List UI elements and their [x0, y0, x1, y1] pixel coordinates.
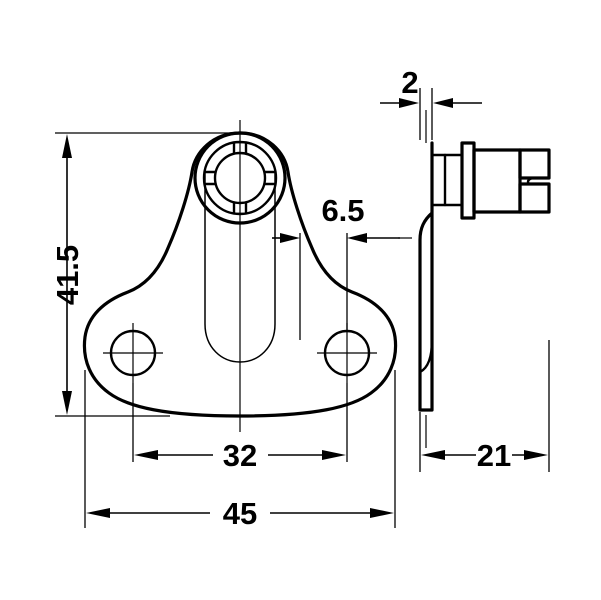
front-view	[82, 120, 398, 432]
dimension-width-overall: 45	[84, 370, 396, 531]
arrowhead-32-left	[134, 450, 158, 460]
hub-slot-right	[263, 170, 277, 186]
side-tip-slot	[526, 176, 551, 186]
dimension-label-32: 32	[223, 438, 257, 473]
side-tip-lower	[518, 182, 551, 214]
side-flange	[460, 141, 476, 220]
dimension-label-41-5: 41.5	[50, 245, 85, 305]
arrowhead-45-right	[370, 508, 394, 518]
dimension-label-6-5: 6.5	[321, 193, 364, 228]
centerline-hole-right	[317, 323, 377, 383]
arrowhead-2-left	[399, 98, 419, 108]
dimension-plate-thickness: 2	[380, 65, 482, 140]
side-view	[398, 110, 551, 448]
side-plate-inner-curve	[418, 338, 434, 374]
dimension-depth-overall: 21	[419, 340, 550, 473]
hub-slot-top	[232, 141, 248, 155]
centerline-hole-left	[103, 323, 163, 383]
dimension-height-overall: 41.5	[50, 132, 232, 417]
side-barrel	[472, 148, 522, 214]
arrowhead-45-left	[86, 508, 110, 518]
arrowhead-21-right	[524, 450, 548, 460]
dimension-label-45: 45	[223, 496, 257, 531]
arrowhead-32-right	[322, 450, 346, 460]
side-neck	[430, 153, 464, 207]
side-plate-outline	[418, 141, 434, 412]
dimension-label-21: 21	[477, 438, 511, 473]
arrowhead-21-left	[421, 450, 445, 460]
arrowhead-height-top	[62, 134, 72, 158]
arrowhead-height-bottom	[62, 391, 72, 415]
dimension-boss-offset: 6.5	[272, 193, 400, 340]
hub-slot-bottom	[232, 201, 248, 215]
arrowhead-65-right	[347, 233, 367, 243]
dimension-hole-spacing: 32	[132, 383, 348, 473]
side-tip-upper	[518, 148, 551, 180]
hub-keyway-slots	[203, 141, 277, 215]
arrowhead-2-right	[433, 98, 453, 108]
arrowhead-65-left	[280, 233, 300, 243]
hub-slot-left	[203, 170, 217, 186]
dimension-label-2: 2	[401, 65, 418, 100]
